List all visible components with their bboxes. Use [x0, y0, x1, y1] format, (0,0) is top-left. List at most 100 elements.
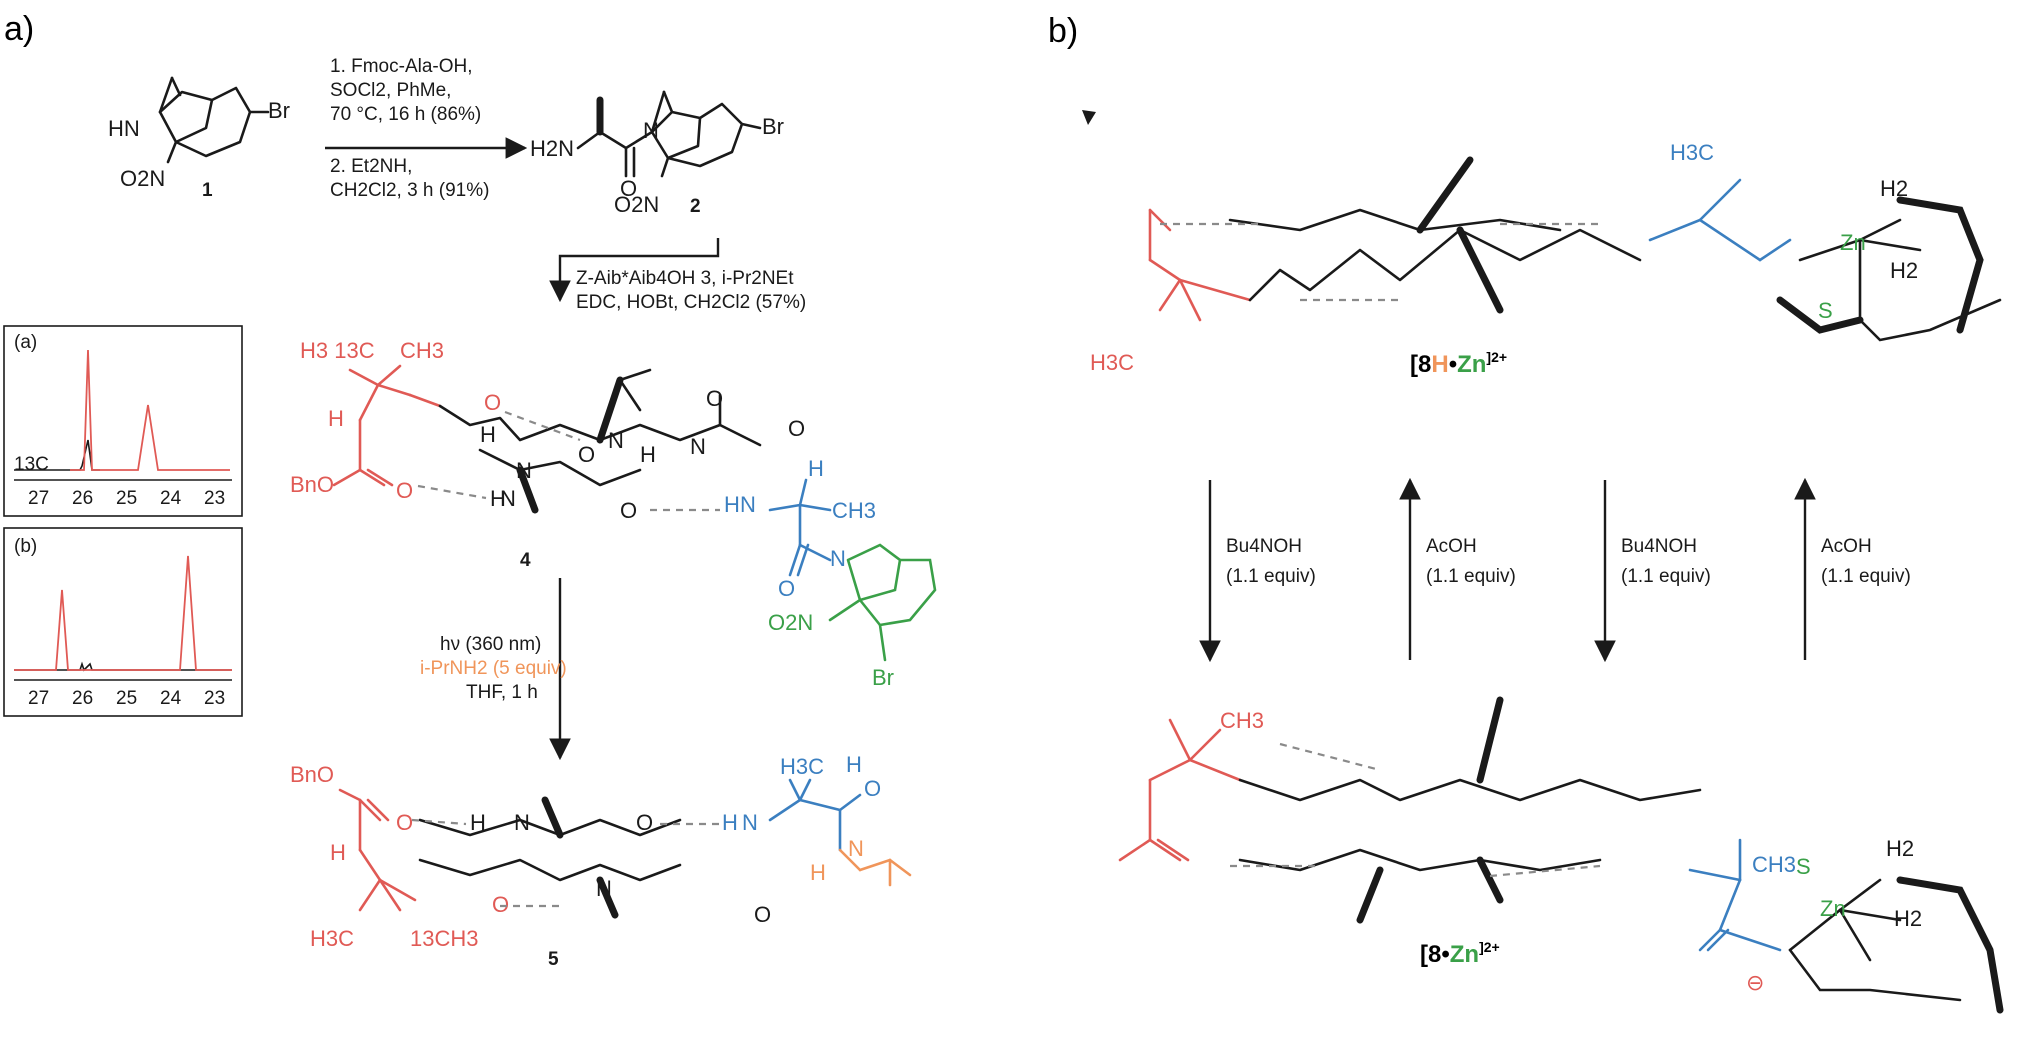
nmr-spectrum-b: (b) 27 26 25 24 23: [3, 527, 243, 717]
atom-h2: H2: [1890, 258, 1918, 283]
atom-13ch3: 13CH3: [410, 926, 478, 951]
atom-minus: ⊖: [1746, 970, 1764, 995]
step-1: 1. Fmoc-Ala-OH, SOCl2, PhMe, 70 °C, 16 h…: [325, 56, 528, 201]
atom-o2n: O2N: [768, 610, 813, 635]
atom-s: S: [1818, 298, 1833, 323]
spectrum-b-tick-23: 23: [204, 688, 225, 709]
bottom-complex-label: [8•Zn]2+: [1420, 939, 1500, 968]
bottom-complex-structure: CH3 CH3 ⊖ Zn S H2 H2: [1118, 696, 2004, 1014]
compound-5-label: 5: [548, 949, 559, 970]
spectrum-b-tick-24: 24: [160, 688, 182, 709]
atom-n: N: [500, 486, 516, 511]
atom-n: N: [690, 434, 706, 459]
equilibrium-arrows: Bu4NOH (1.1 equiv) AcOH (1.1 equiv) Bu4N…: [1199, 477, 1911, 663]
arrow-1-reagent: Bu4NOH: [1226, 536, 1302, 557]
atom-h: H: [470, 810, 486, 835]
step2-line-1: Z-Aib*Aib4OH 3, i-Pr2NEt: [576, 268, 794, 289]
compound-5-structure: BnO O H O H3C 13CH3 H N O N O H3C H H N …: [290, 752, 912, 970]
step3-line-3: THF, 1 h: [466, 682, 538, 703]
atom-br: Br: [762, 114, 784, 139]
atom-o: O: [620, 176, 637, 201]
atom-h3c: H3C: [780, 754, 824, 779]
atom-o2n: O2N: [614, 192, 659, 217]
step3-line-2: i-PrNH2 (5 equiv): [420, 658, 567, 679]
atom-h2: H2: [1880, 176, 1908, 201]
atom-ch3: CH3: [400, 338, 444, 363]
atom-n: N: [740, 492, 756, 517]
panel-a-label: a): [4, 10, 34, 48]
nmr-spectrum-a: (a) 13C 27 26 25 24 23: [3, 325, 243, 517]
atom-h: H: [808, 456, 824, 481]
atom-br: Br: [268, 98, 290, 123]
arrow-2-reagent: AcOH: [1426, 536, 1477, 557]
atom-o: O: [620, 498, 637, 523]
atom-h2: H2: [1894, 906, 1922, 931]
atom-o: O: [706, 386, 723, 411]
arrow-4-amount: (1.1 equiv): [1821, 566, 1911, 587]
atom-o: O: [864, 776, 881, 801]
atom-o: O: [396, 478, 413, 503]
atom-h: H: [810, 860, 826, 885]
spectrum-b-tick-25: 25: [116, 688, 137, 709]
step-2: Z-Aib*Aib4OH 3, i-Pr2NEt EDC, HOBt, CH2C…: [549, 238, 806, 313]
arrow-1-amount: (1.1 equiv): [1226, 566, 1316, 587]
arrow-3-reagent: Bu4NOH: [1621, 536, 1697, 557]
atom-o: O: [636, 810, 653, 835]
atom-bno: BnO: [290, 472, 334, 497]
atom-h2n: H2N: [530, 136, 574, 161]
atom-o: O: [396, 810, 413, 835]
atom-s: S: [1796, 854, 1811, 879]
atom-n: N: [596, 876, 612, 901]
spectrum-a-tick-27: 27: [28, 488, 49, 509]
atom-bno: BnO: [290, 762, 334, 787]
atom-h: H: [724, 492, 740, 517]
compound-4-label: 4: [520, 550, 531, 571]
atom-o: O: [492, 892, 509, 917]
atom-n: N: [848, 836, 864, 861]
panel-b-label: b): [1048, 12, 1078, 50]
atom-o2n: O2N: [120, 166, 165, 191]
step1-line-1: 1. Fmoc-Ala-OH,: [330, 56, 473, 77]
atom-n: N: [516, 458, 532, 483]
step2-line-2: EDC, HOBt, CH2Cl2 (57%): [576, 292, 806, 313]
atom-o: O: [788, 416, 805, 441]
top-complex-structure: H3C H3C Zn S H2 H2 [8H: [1082, 110, 2002, 378]
step-3: hν (360 nm) i-PrNH2 (5 equiv) THF, 1 h: [420, 578, 571, 761]
atom-h: H: [490, 486, 506, 511]
spectrum-a-tick-26: 26: [72, 488, 93, 509]
compound-4-structure: H3 13C CH3 H BnO O O N H N H N O O O O H…: [290, 338, 937, 690]
atom-n: N: [643, 118, 659, 143]
atom-o: O: [754, 902, 771, 927]
arrow-4-reagent: AcOH: [1821, 536, 1872, 557]
atom-h: H: [330, 840, 346, 865]
spectrum-a-nucleus: 13C: [14, 454, 49, 475]
spectrum-a-tick-23: 23: [204, 488, 225, 509]
compound-1-label: 1: [202, 180, 213, 201]
atom-h: H: [480, 422, 496, 447]
atom-o: O: [578, 442, 595, 467]
atom-h: H: [640, 442, 656, 467]
atom-br: Br: [872, 665, 894, 690]
atom-ch3: CH3: [832, 498, 876, 523]
atom-n: N: [608, 428, 624, 453]
atom-h: H: [722, 810, 738, 835]
atom-h3c: H3C: [1090, 350, 1134, 375]
step1-line-3: 70 °C, 16 h (86%): [330, 104, 481, 125]
compound-1-structure: HN Br O2N 1: [108, 76, 290, 201]
atom-n: N: [830, 546, 846, 571]
spectrum-a-tick-25: 25: [116, 488, 137, 509]
atom-hn: HN: [108, 116, 140, 141]
atom-n: N: [514, 810, 530, 835]
atom-h3c: H3C: [1670, 140, 1714, 165]
atom-o: O: [484, 390, 501, 415]
atom-zn: Zn: [1840, 230, 1866, 255]
spectrum-b-label: (b): [14, 536, 37, 557]
arrow-2-amount: (1.1 equiv): [1426, 566, 1516, 587]
spectrum-b-tick-26: 26: [72, 688, 93, 709]
atom-h313c: H3 13C: [300, 338, 375, 363]
compound-2-structure: H2N N O Br O2N 2: [530, 90, 784, 217]
atom-n: N: [742, 810, 758, 835]
atom-o: O: [778, 576, 795, 601]
spectrum-b-tick-27: 27: [28, 688, 49, 709]
